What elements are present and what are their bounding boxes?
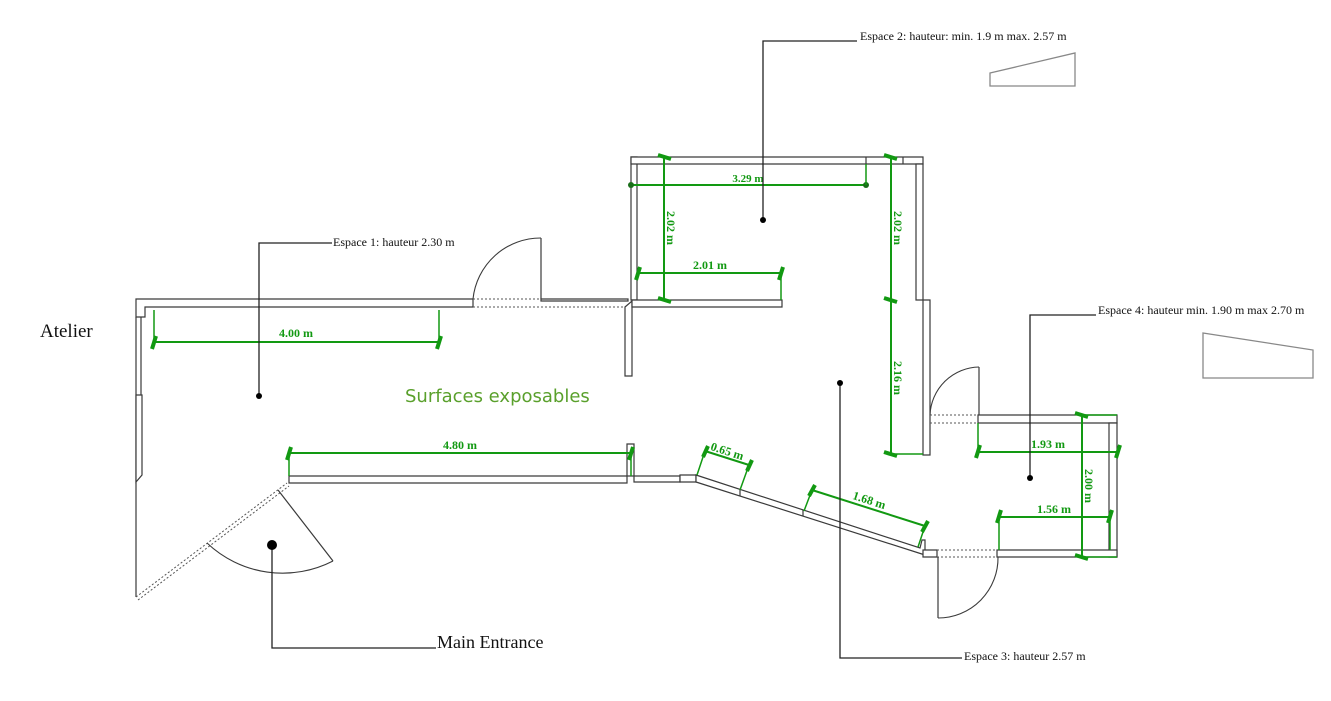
label-espace4: Espace 4: hauteur min. 1.90 m max 2.70 m <box>1098 303 1305 317</box>
marker-espace2 <box>760 217 766 223</box>
leader-espace3 <box>839 383 962 659</box>
title-atelier: Atelier <box>40 321 93 342</box>
leader-main-entrance <box>271 545 436 649</box>
door-entrance-swing <box>206 542 334 574</box>
dim-label-espace3-diag-short: 0.65 m <box>709 439 746 463</box>
dim-tick <box>807 484 817 497</box>
main-entrance-label: Main Entrance <box>437 632 543 652</box>
label-espace2: Espace 2: hauteur: min. 1.9 m max. 2.57 … <box>860 29 1067 43</box>
wall-between-door-espace2 <box>540 298 629 302</box>
dim-tick <box>974 444 982 459</box>
dim-label-espace4-top: 1.93 m <box>1031 437 1065 451</box>
dim-tick <box>634 266 642 281</box>
dim-tick <box>883 153 898 161</box>
dim-label-espace2-right: 2.02 m <box>891 211 905 245</box>
walls <box>135 156 1118 601</box>
marker-main-entrance <box>267 540 277 550</box>
dim-tick <box>1114 444 1122 459</box>
wall-bottom-stub <box>679 474 697 483</box>
wall-espace4-bottom-left <box>922 549 938 558</box>
wall-diagonal <box>695 474 926 556</box>
dim-endpoint <box>628 182 634 188</box>
dim-tick <box>883 450 898 458</box>
callouts: Espace 1: hauteur 2.30 m Espace 2: haute… <box>256 29 1305 663</box>
leader-espace2 <box>762 40 857 220</box>
dim-tick <box>745 459 754 472</box>
dim-tick <box>701 445 710 458</box>
dim-tick <box>1074 553 1089 561</box>
dim-tick <box>435 335 443 350</box>
doors <box>206 237 999 619</box>
subtitle-surfaces: Surfaces exposables <box>405 386 590 407</box>
wall-espace2-right <box>915 163 924 301</box>
dim-label-espace1-top: 4.00 m <box>279 326 313 340</box>
door-opening-entrance-a <box>135 482 288 598</box>
wall-left-window <box>135 394 143 484</box>
wall-espace4-bottom <box>996 549 1118 558</box>
dim-tick <box>995 509 1003 524</box>
dim-label-espace3-right: 2.16 m <box>891 361 905 395</box>
label-espace3: Espace 3: hauteur 2.57 m <box>964 649 1086 663</box>
height-profile-espace2 <box>989 52 1076 87</box>
marker-espace3 <box>837 380 843 386</box>
door-bottom-swing <box>937 556 999 619</box>
wall-stub-center <box>624 299 633 377</box>
dim-tick <box>657 296 672 304</box>
dim-tick <box>920 520 930 533</box>
wall-espace2-bottom <box>631 299 783 308</box>
dim-label-espace2-bottom: 2.01 m <box>693 258 727 272</box>
dim-label-espace2-top: 3.29 m <box>732 173 763 185</box>
dim-tick <box>1106 509 1114 524</box>
dim-line-espace3-diag-short <box>704 450 750 466</box>
label-espace1: Espace 1: hauteur 2.30 m <box>333 235 455 249</box>
dim-tick <box>627 446 635 461</box>
dim-label-espace2-left: 2.02 m <box>664 211 678 245</box>
marker-espace1 <box>256 393 262 399</box>
leader-espace4 <box>1029 314 1096 478</box>
dim-tick <box>1074 411 1089 419</box>
dim-tick <box>285 446 293 461</box>
wall-espace3-right <box>922 299 931 456</box>
door-top-swing <box>472 237 542 300</box>
door-entrance-leaf <box>277 489 334 562</box>
height-profile-espace4 <box>1202 332 1314 379</box>
dim-tick <box>150 335 158 350</box>
wall-espace2-top <box>630 156 924 165</box>
door-espace4-swing <box>929 366 980 416</box>
dim-label-espace1-bottom: 4.80 m <box>443 438 477 452</box>
wall-bottom-window <box>633 475 681 483</box>
dim-line-espace3-diag-long <box>811 489 926 527</box>
wall-espace1-top <box>135 298 474 318</box>
door-opening-entrance-b <box>137 485 290 601</box>
leader-espace1 <box>258 242 332 396</box>
dim-tick <box>657 153 672 161</box>
marker-espace4 <box>1027 475 1033 481</box>
dim-label-espace4-bottom: 1.56 m <box>1037 502 1071 516</box>
dim-label-espace4-right: 2.00 m <box>1082 469 1096 503</box>
wall-espace4-top <box>977 414 1118 424</box>
